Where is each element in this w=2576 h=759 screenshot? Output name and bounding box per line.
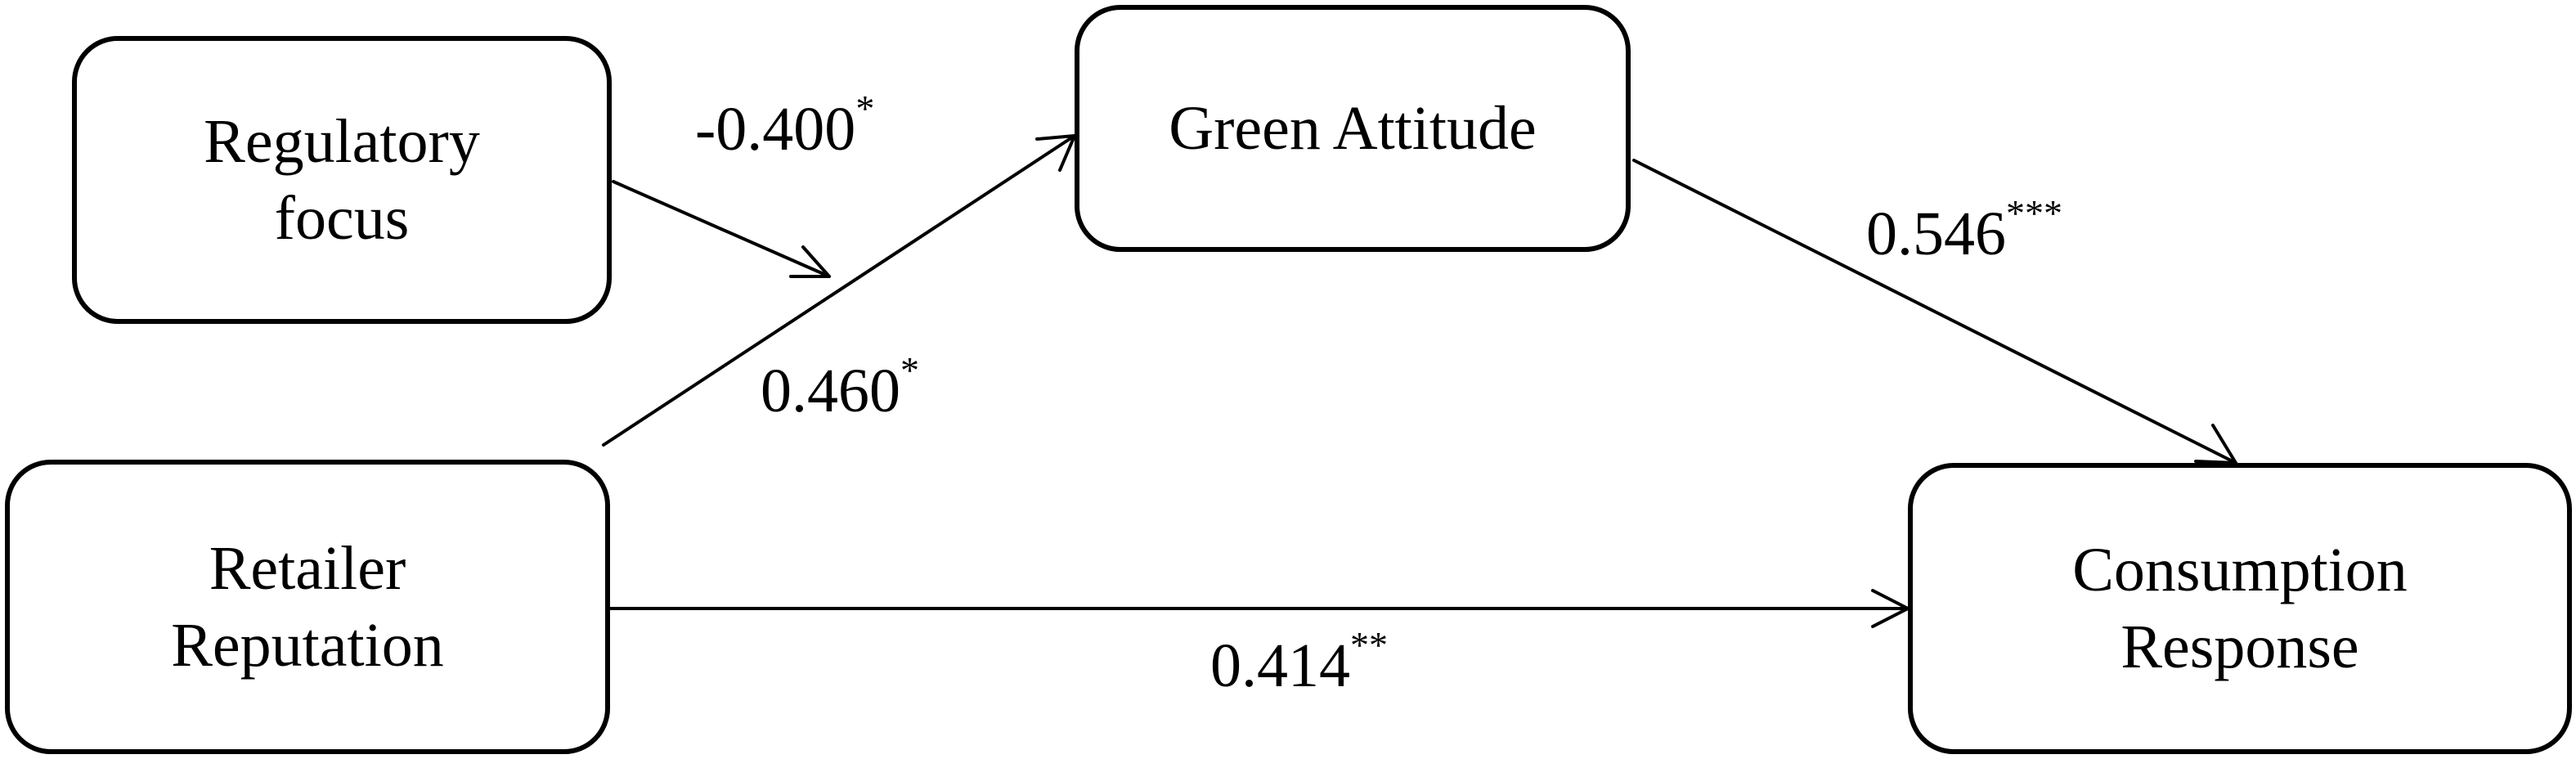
node-green-attitude-label: Green Attitude [1169, 94, 1537, 163]
coefficient-retailer-to-consumption: 0.414** [1210, 627, 1388, 698]
node-consumption-response: Consumption Response [1908, 463, 2572, 754]
significance-stars: *** [2006, 192, 2062, 234]
arrow-regulatory-moderation [612, 180, 831, 278]
node-retailer-reputation-line2: Reputation [171, 611, 444, 680]
node-regulatory-focus-line1: Regulatory [204, 107, 480, 176]
significance-stars: * [900, 349, 919, 391]
node-consumption-response-line2: Response [2120, 613, 2359, 681]
node-green-attitude: Green Attitude [1075, 5, 1631, 252]
coefficient-value: 0.460 [761, 357, 900, 425]
arrowhead-regulatory-moderation [789, 245, 831, 278]
coefficient-retailer-to-green: 0.460* [761, 352, 919, 425]
node-retailer-reputation-line1: Retailer [209, 534, 406, 603]
significance-stars: ** [1350, 624, 1388, 666]
coefficient-value: 0.414 [1210, 631, 1350, 700]
significance-stars: * [855, 88, 875, 129]
coefficient-value: 0.546 [1866, 200, 2006, 268]
arrow-green-to-consumption [1632, 159, 2237, 465]
coefficient-value: -0.400 [695, 95, 856, 164]
node-regulatory-focus-line2: focus [274, 184, 410, 253]
node-retailer-reputation: Retailer Reputation [5, 460, 610, 754]
coefficient-green-to-consumption: 0.546*** [1866, 195, 2062, 268]
node-consumption-response-line1: Consumption [2072, 536, 2408, 604]
coefficient-regulatory-moderation: -0.400* [695, 90, 874, 161]
node-regulatory-focus: Regulatory focus [72, 36, 612, 324]
arrow-retailer-to-green [602, 134, 1076, 447]
